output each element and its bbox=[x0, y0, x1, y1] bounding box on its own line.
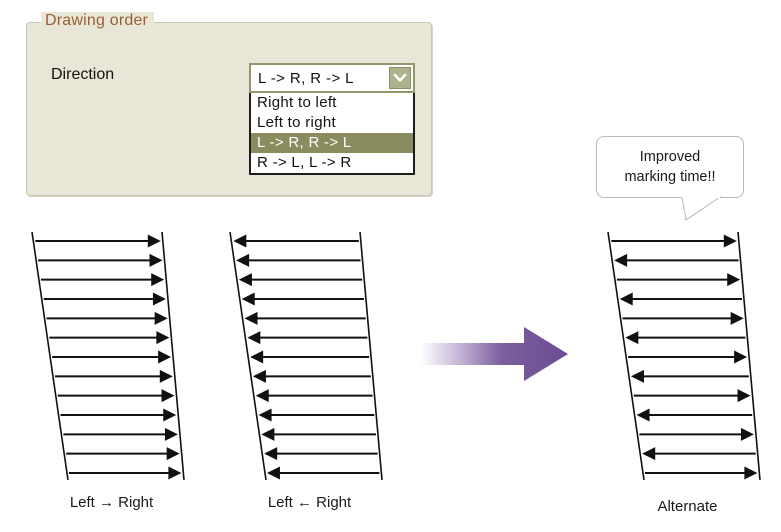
callout-line-1: Improved bbox=[639, 149, 701, 165]
diagram-alternate bbox=[600, 228, 775, 484]
hatch-arrow-left bbox=[636, 408, 753, 422]
hatch-arrow-right bbox=[43, 292, 166, 306]
caption-alternate: Alternate bbox=[657, 498, 718, 515]
hatch-arrow-left bbox=[233, 234, 359, 248]
guide-line-right bbox=[359, 231, 383, 481]
hatch-arrow-right bbox=[611, 234, 737, 248]
hatch-arrow-left bbox=[247, 331, 368, 345]
hatch-arrow-right bbox=[35, 234, 161, 248]
hatch-arrow-left bbox=[255, 389, 373, 403]
hatch-arrow-left bbox=[261, 427, 376, 441]
diagram-right-to-left-graphic bbox=[229, 231, 383, 481]
hatch-arrow-right bbox=[49, 331, 170, 345]
hatch-arrow-left bbox=[252, 369, 371, 383]
hatch-arrow-left bbox=[630, 369, 749, 383]
right-arrow-gradient-icon bbox=[420, 327, 568, 381]
hatch-arrow-left bbox=[619, 292, 742, 306]
hatch-arrow-right bbox=[628, 350, 748, 364]
hatch-arrow-left bbox=[244, 311, 366, 325]
hatch-arrow-left bbox=[642, 447, 756, 461]
hatch-arrow-left bbox=[241, 292, 364, 306]
direction-combobox[interactable]: L -> R, R -> L Right to left Left to rig… bbox=[249, 63, 415, 175]
direction-option-rl-lr[interactable]: R -> L, L -> R bbox=[257, 154, 352, 171]
callout-line-2: marking time!! bbox=[624, 169, 716, 185]
hatch-arrow-right bbox=[60, 408, 177, 422]
hatch-arrow-right bbox=[616, 273, 741, 287]
hatch-arrow-left bbox=[264, 447, 378, 461]
improved-marking-time-callout: Improved marking time!! bbox=[596, 136, 744, 221]
diagram-right-to-left bbox=[222, 228, 397, 484]
chevron-down-icon[interactable] bbox=[389, 67, 411, 89]
direction-option-lr-rl[interactable]: L -> R, R -> L bbox=[251, 133, 413, 153]
hatch-arrow-right bbox=[54, 369, 173, 383]
drawing-order-panel: Drawing order Direction L -> R, R -> L R… bbox=[26, 12, 432, 196]
guide-line-right bbox=[737, 231, 761, 481]
caption-right-to-left: Left ← Right bbox=[267, 494, 352, 511]
callout-tail-icon bbox=[681, 196, 722, 221]
hatch-arrow-right bbox=[644, 466, 758, 480]
hatch-arrow-left bbox=[250, 350, 370, 364]
caption-left-to-right: Left → Right bbox=[69, 494, 154, 511]
diagram-left-to-right bbox=[24, 228, 199, 484]
hatch-arrow-left bbox=[238, 273, 363, 287]
hatch-arrow-right bbox=[639, 427, 754, 441]
hatch-arrow-right bbox=[40, 273, 165, 287]
direction-combobox-value: L -> R, R -> L bbox=[258, 69, 354, 87]
guide-line-right bbox=[161, 231, 185, 481]
hatch-arrow-left bbox=[614, 253, 739, 267]
guide-line-left bbox=[229, 231, 267, 481]
transition-arrow bbox=[420, 325, 568, 388]
diagram-left-to-right-graphic bbox=[31, 231, 185, 481]
hatch-arrow-left bbox=[258, 408, 375, 422]
hatch-arrow-left bbox=[266, 466, 380, 480]
direction-option-left-to-right[interactable]: Left to right bbox=[257, 114, 336, 131]
diagram-alternate-graphic bbox=[607, 231, 761, 481]
hatch-arrow-left bbox=[236, 253, 361, 267]
hatch-arrow-right bbox=[57, 389, 175, 403]
direction-options-list[interactable]: Right to left Left to right L -> R, R ->… bbox=[249, 93, 415, 175]
hatch-arrow-left bbox=[625, 331, 746, 345]
hatch-arrow-right bbox=[66, 447, 180, 461]
hatch-arrow-right bbox=[622, 311, 744, 325]
hatch-arrow-right bbox=[38, 253, 163, 267]
direction-combobox-field[interactable]: L -> R, R -> L bbox=[249, 63, 415, 93]
direction-option-right-to-left[interactable]: Right to left bbox=[257, 94, 337, 111]
hatch-arrow-right bbox=[52, 350, 172, 364]
callout-box: Improved marking time!! bbox=[596, 136, 744, 198]
direction-label: Direction bbox=[51, 66, 115, 83]
hatch-arrow-right bbox=[633, 389, 751, 403]
guide-line-left bbox=[31, 231, 69, 481]
panel-title: Drawing order bbox=[41, 12, 155, 30]
guide-line-left bbox=[607, 231, 645, 481]
hatch-arrow-right bbox=[63, 427, 178, 441]
hatch-arrow-right bbox=[68, 466, 182, 480]
hatch-arrow-right bbox=[46, 311, 168, 325]
